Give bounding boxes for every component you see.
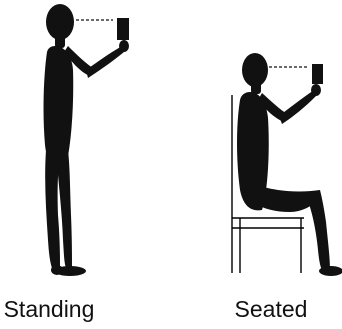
standing-hand (119, 40, 129, 52)
standing-caption: Standing (0, 296, 98, 322)
seated-foot (319, 266, 342, 276)
posture-diagram (0, 0, 342, 290)
seated-head (242, 53, 268, 87)
standing-head (46, 4, 74, 40)
seated-caption: Seated (216, 296, 326, 322)
standing-torso (44, 46, 74, 167)
seated-shin (306, 190, 330, 270)
seated-person-icon (237, 53, 342, 276)
standing-person-icon (44, 4, 129, 276)
seated-phone-icon (312, 64, 323, 84)
seated-neck (251, 82, 261, 94)
standing-heel (51, 265, 63, 275)
seated-hand (311, 84, 321, 96)
seated-forearm (279, 88, 317, 124)
standing-phone-icon (117, 18, 129, 40)
